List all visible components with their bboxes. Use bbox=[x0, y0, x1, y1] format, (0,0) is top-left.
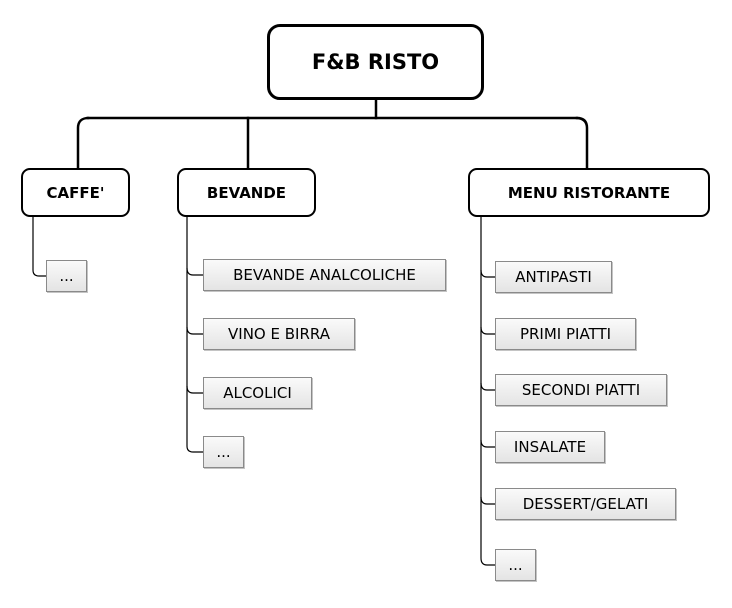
category-bevande[interactable]: BEVANDE bbox=[177, 168, 316, 217]
menu-branch-1 bbox=[480, 269, 495, 278]
bevande-item-alcolici[interactable]: ALCOLICI bbox=[203, 377, 312, 409]
category-menu-ristorante[interactable]: MENU RISTORANTE bbox=[468, 168, 710, 217]
root-node[interactable]: F&B RISTO bbox=[267, 24, 484, 100]
menu-branch-3 bbox=[480, 382, 495, 391]
menu-trunk bbox=[480, 216, 495, 566]
menu-drop bbox=[575, 116, 589, 170]
bevande-trunk bbox=[186, 216, 203, 453]
menu-item-dessert-gelati[interactable]: DESSERT/GELATI bbox=[495, 488, 676, 520]
caffe-item-more[interactable]: ... bbox=[46, 260, 87, 292]
menu-item-primi-piatti[interactable]: PRIMI PIATTI bbox=[495, 318, 636, 350]
bevande-branch-2 bbox=[186, 326, 203, 335]
bevande-item-more[interactable]: ... bbox=[203, 436, 244, 468]
menu-branch-5 bbox=[480, 496, 495, 505]
caffe-tree-line bbox=[32, 216, 46, 277]
bevande-item-analcoliche[interactable]: BEVANDE ANALCOLICHE bbox=[203, 259, 446, 291]
category-caffe[interactable]: CAFFE' bbox=[21, 168, 130, 217]
caffe-drop bbox=[76, 116, 90, 170]
menu-item-secondi-piatti[interactable]: SECONDI PIATTI bbox=[495, 374, 667, 406]
menu-item-antipasti[interactable]: ANTIPASTI bbox=[495, 261, 612, 293]
menu-item-insalate[interactable]: INSALATE bbox=[495, 431, 605, 463]
menu-item-more[interactable]: ... bbox=[495, 549, 536, 581]
bevande-branch-1 bbox=[186, 267, 203, 276]
bevande-item-vino-birra[interactable]: VINO E BIRRA bbox=[203, 318, 355, 350]
bevande-branch-3 bbox=[186, 385, 203, 394]
menu-branch-2 bbox=[480, 326, 495, 335]
menu-branch-4 bbox=[480, 439, 495, 448]
